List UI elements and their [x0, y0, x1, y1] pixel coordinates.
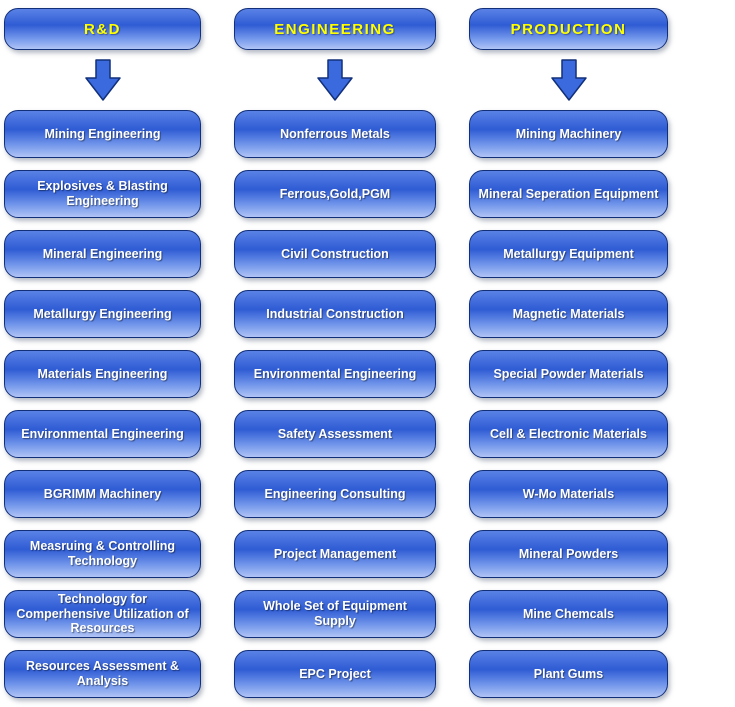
column-engineering: ENGINEERING Nonferrous Metals Ferrous,Go… [234, 8, 436, 707]
column-header-engineering: ENGINEERING [234, 8, 436, 50]
node-box: Plant Gums [469, 650, 668, 698]
node-box: Mineral Engineering [4, 230, 201, 278]
node-box: Explosives & Blasting Engineering [4, 170, 201, 218]
column-header-label: ENGINEERING [274, 20, 396, 38]
down-arrow-icon [317, 58, 353, 102]
node-box: Technology for Comperhensive Utilization… [4, 590, 201, 638]
column-items-engineering: Nonferrous Metals Ferrous,Gold,PGM Civil… [234, 110, 436, 707]
node-box: Industrial Construction [234, 290, 436, 338]
node-box: Project Management [234, 530, 436, 578]
node-box: Ferrous,Gold,PGM [234, 170, 436, 218]
column-header-rd: R&D [4, 8, 201, 50]
down-arrow-icon [84, 58, 121, 102]
node-box: Environmental Engineering [234, 350, 436, 398]
node-box: Whole Set of Equipment Supply [234, 590, 436, 638]
node-box: Cell & Electronic Materials [469, 410, 668, 458]
column-header-label: PRODUCTION [510, 20, 627, 38]
down-arrow-icon [550, 58, 587, 102]
node-box: W-Mo Materials [469, 470, 668, 518]
node-box: Materials Engineering [4, 350, 201, 398]
node-box: Mineral Powders [469, 530, 668, 578]
node-box: Resources Assessment & Analysis [4, 650, 201, 698]
node-box: Environmental Engineering [4, 410, 201, 458]
column-items-production: Mining Machinery Mineral Seperation Equi… [469, 110, 668, 707]
node-box: Safety Assessment [234, 410, 436, 458]
node-box: Special Powder Materials [469, 350, 668, 398]
node-box: BGRIMM Machinery [4, 470, 201, 518]
node-box: Metallurgy Engineering [4, 290, 201, 338]
node-box: Magnetic Materials [469, 290, 668, 338]
node-box: Metallurgy Equipment [469, 230, 668, 278]
column-header-label: R&D [84, 20, 121, 38]
node-box: Mining Engineering [4, 110, 201, 158]
node-box: Mineral Seperation Equipment [469, 170, 668, 218]
node-box: Mine Chemcals [469, 590, 668, 638]
column-rd: R&D Mining Engineering Explosives & Blas… [4, 8, 201, 707]
column-header-production: PRODUCTION [469, 8, 668, 50]
node-box: Civil Construction [234, 230, 436, 278]
column-production: PRODUCTION Mining Machinery Mineral Sepe… [469, 8, 668, 707]
node-box: Engineering Consulting [234, 470, 436, 518]
node-box: Mining Machinery [469, 110, 668, 158]
node-box: EPC Project [234, 650, 436, 698]
node-box: Measruing & Controlling Technology [4, 530, 201, 578]
node-box: Nonferrous Metals [234, 110, 436, 158]
column-items-rd: Mining Engineering Explosives & Blasting… [4, 110, 201, 707]
